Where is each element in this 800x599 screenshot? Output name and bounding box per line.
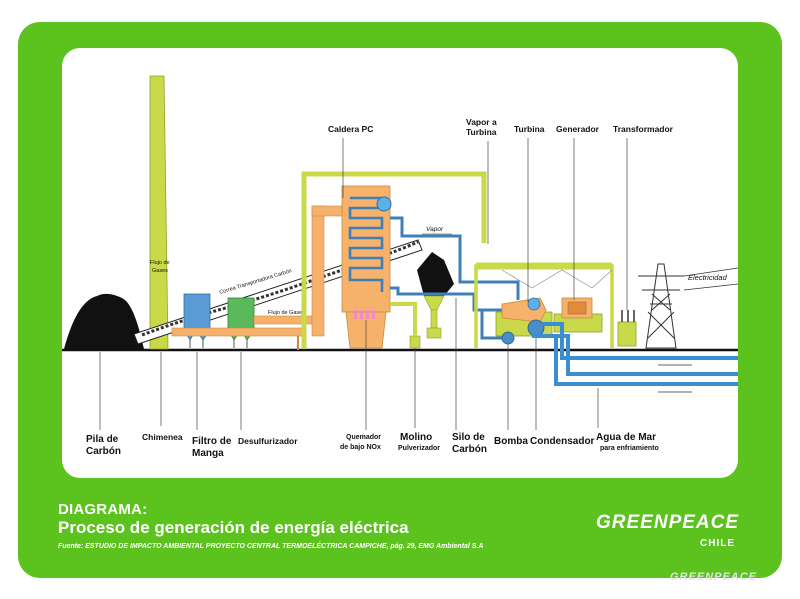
greenpeace-logo: GREENPEACE	[596, 512, 740, 533]
bag-filter-label-1: Filtro de	[192, 436, 232, 447]
mill-label-1: Molino	[400, 432, 432, 443]
low-nox-burners	[354, 310, 375, 319]
transformer-label: Transformador	[613, 124, 674, 134]
burner-label-1: Quemador	[346, 434, 381, 441]
generator-label: Generador	[556, 124, 600, 134]
condensate-pipe	[480, 310, 502, 340]
chimney-flow-label-2: Gases	[152, 268, 168, 274]
gas-duct-lower	[171, 327, 303, 337]
vapor-label: Vapor	[426, 226, 444, 233]
electricity-label: Electricidad	[688, 273, 728, 282]
transmission-tower	[638, 263, 684, 349]
gas-duct-top	[311, 205, 343, 217]
coal-silo	[417, 252, 454, 296]
diagram-panel: Flujo de Gases Correa Transportadora Car…	[62, 48, 738, 478]
pulverizer-mill	[409, 335, 421, 349]
burner-label-2: de bajo NOx	[340, 444, 381, 451]
coal-pile-label-1: Pila de	[86, 434, 119, 445]
turbine-steam-inlet	[527, 297, 541, 311]
pump-label: Bomba	[494, 436, 528, 447]
return-pipe	[390, 286, 502, 312]
condenser-label: Condensador	[530, 436, 595, 447]
steam-pipe-to-turbine	[390, 216, 520, 300]
bottom-leader-lines	[99, 298, 599, 430]
diagram-heading: DIAGRAMA:	[58, 501, 148, 518]
silo-feeder-box	[426, 327, 442, 339]
diagram-title: Proceso de generación de energía eléctri…	[58, 518, 409, 537]
desulfurizer-label: Desulfurizador	[238, 436, 298, 446]
crane-cables	[501, 269, 613, 289]
seawater-label-2: para enfriamiento	[600, 445, 659, 452]
turbine-label: Turbina	[514, 124, 545, 134]
coal-pile	[64, 293, 144, 349]
steam-drum	[376, 196, 392, 212]
power-plant-diagram: Flujo de Gases Correa Transportadora Car…	[62, 75, 738, 459]
steam-to-turbine-label-2: Turbina	[466, 127, 497, 137]
coal-pile-label-2: Carbón	[86, 446, 121, 457]
seawater-pipe-1	[542, 322, 738, 360]
bag-filter	[183, 293, 211, 331]
chimney-label: Chimenea	[142, 432, 183, 442]
seawater-pipe-2	[546, 334, 738, 376]
gas-flow-label: Flujo de Gases	[268, 310, 305, 316]
steam-to-turbine-label-1: Vapor a	[466, 117, 497, 127]
gas-duct-riser	[311, 205, 325, 337]
power-lines	[683, 267, 738, 291]
silo-feeder	[430, 309, 438, 329]
seawater-pipe-3	[532, 334, 738, 386]
transformer	[617, 321, 637, 347]
chimney-flow-label-1: Flujo de	[150, 260, 170, 266]
watermark: GREENPEACE	[670, 571, 758, 583]
seawater-label-1: Agua de Mar	[596, 432, 656, 443]
boiler-coil	[348, 196, 384, 292]
mill-label-2: Pulverizador	[398, 445, 440, 452]
source-note: Fuente: ESTUDIO DE IMPACTO AMBIENTAL PRO…	[58, 543, 484, 550]
coal-silo-label-2: Carbón	[452, 444, 487, 455]
boiler-label: Caldera PC	[328, 124, 373, 134]
coal-silo-label-1: Silo de	[452, 432, 485, 443]
condenser	[527, 319, 545, 337]
greenpeace-logo-country: CHILE	[700, 538, 735, 549]
bag-filter-label-2: Manga	[192, 448, 224, 459]
chimney	[149, 75, 169, 350]
pump	[501, 331, 515, 345]
boiler-building-frame	[301, 171, 487, 349]
coal-silo-cone	[423, 295, 445, 311]
desulfurizer	[227, 297, 255, 331]
